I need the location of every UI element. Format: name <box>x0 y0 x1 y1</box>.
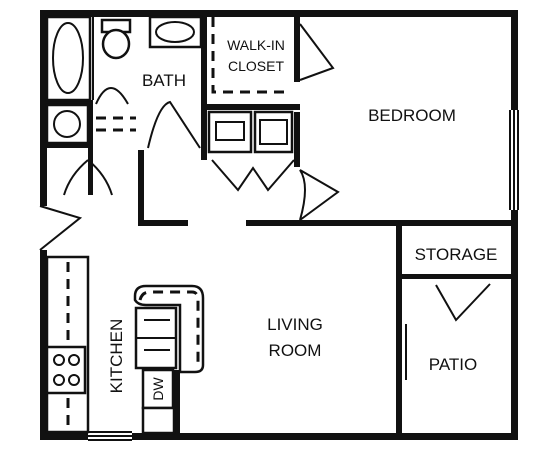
sink-icon <box>148 15 203 49</box>
closet-label-line1: WALK-IN <box>227 37 285 53</box>
closet-label-line2: CLOSET <box>228 58 284 74</box>
washer-dryer-unit <box>253 110 294 154</box>
island-counter <box>133 284 205 374</box>
kitchen-bottom-cabinet <box>141 406 176 435</box>
bath-label: BATH <box>142 71 186 90</box>
dryer-icon <box>207 110 253 154</box>
washer-icon <box>45 103 90 145</box>
closet-shelving <box>211 17 335 94</box>
dishwasher-label: DW <box>150 377 166 401</box>
room-labels: BATH WALK-IN CLOSET BEDROOM STORAGE LIVI… <box>107 37 497 401</box>
toilet-icon <box>100 18 132 60</box>
dishwasher <box>141 368 175 410</box>
linen-shelves <box>95 87 136 132</box>
kitchen-label: KITCHEN <box>107 319 126 394</box>
storage-label: STORAGE <box>415 245 498 264</box>
bathtub-icon <box>45 15 92 102</box>
living-label-line2: ROOM <box>269 341 322 360</box>
patio-label: PATIO <box>429 355 478 374</box>
windows <box>88 110 520 442</box>
kitchen-counter <box>45 255 90 434</box>
bedroom-label: BEDROOM <box>368 106 456 125</box>
living-label-line1: LIVING <box>267 315 323 334</box>
stove-icon <box>45 345 87 395</box>
door-swings <box>39 100 491 432</box>
refrigerator-icon <box>134 306 178 370</box>
